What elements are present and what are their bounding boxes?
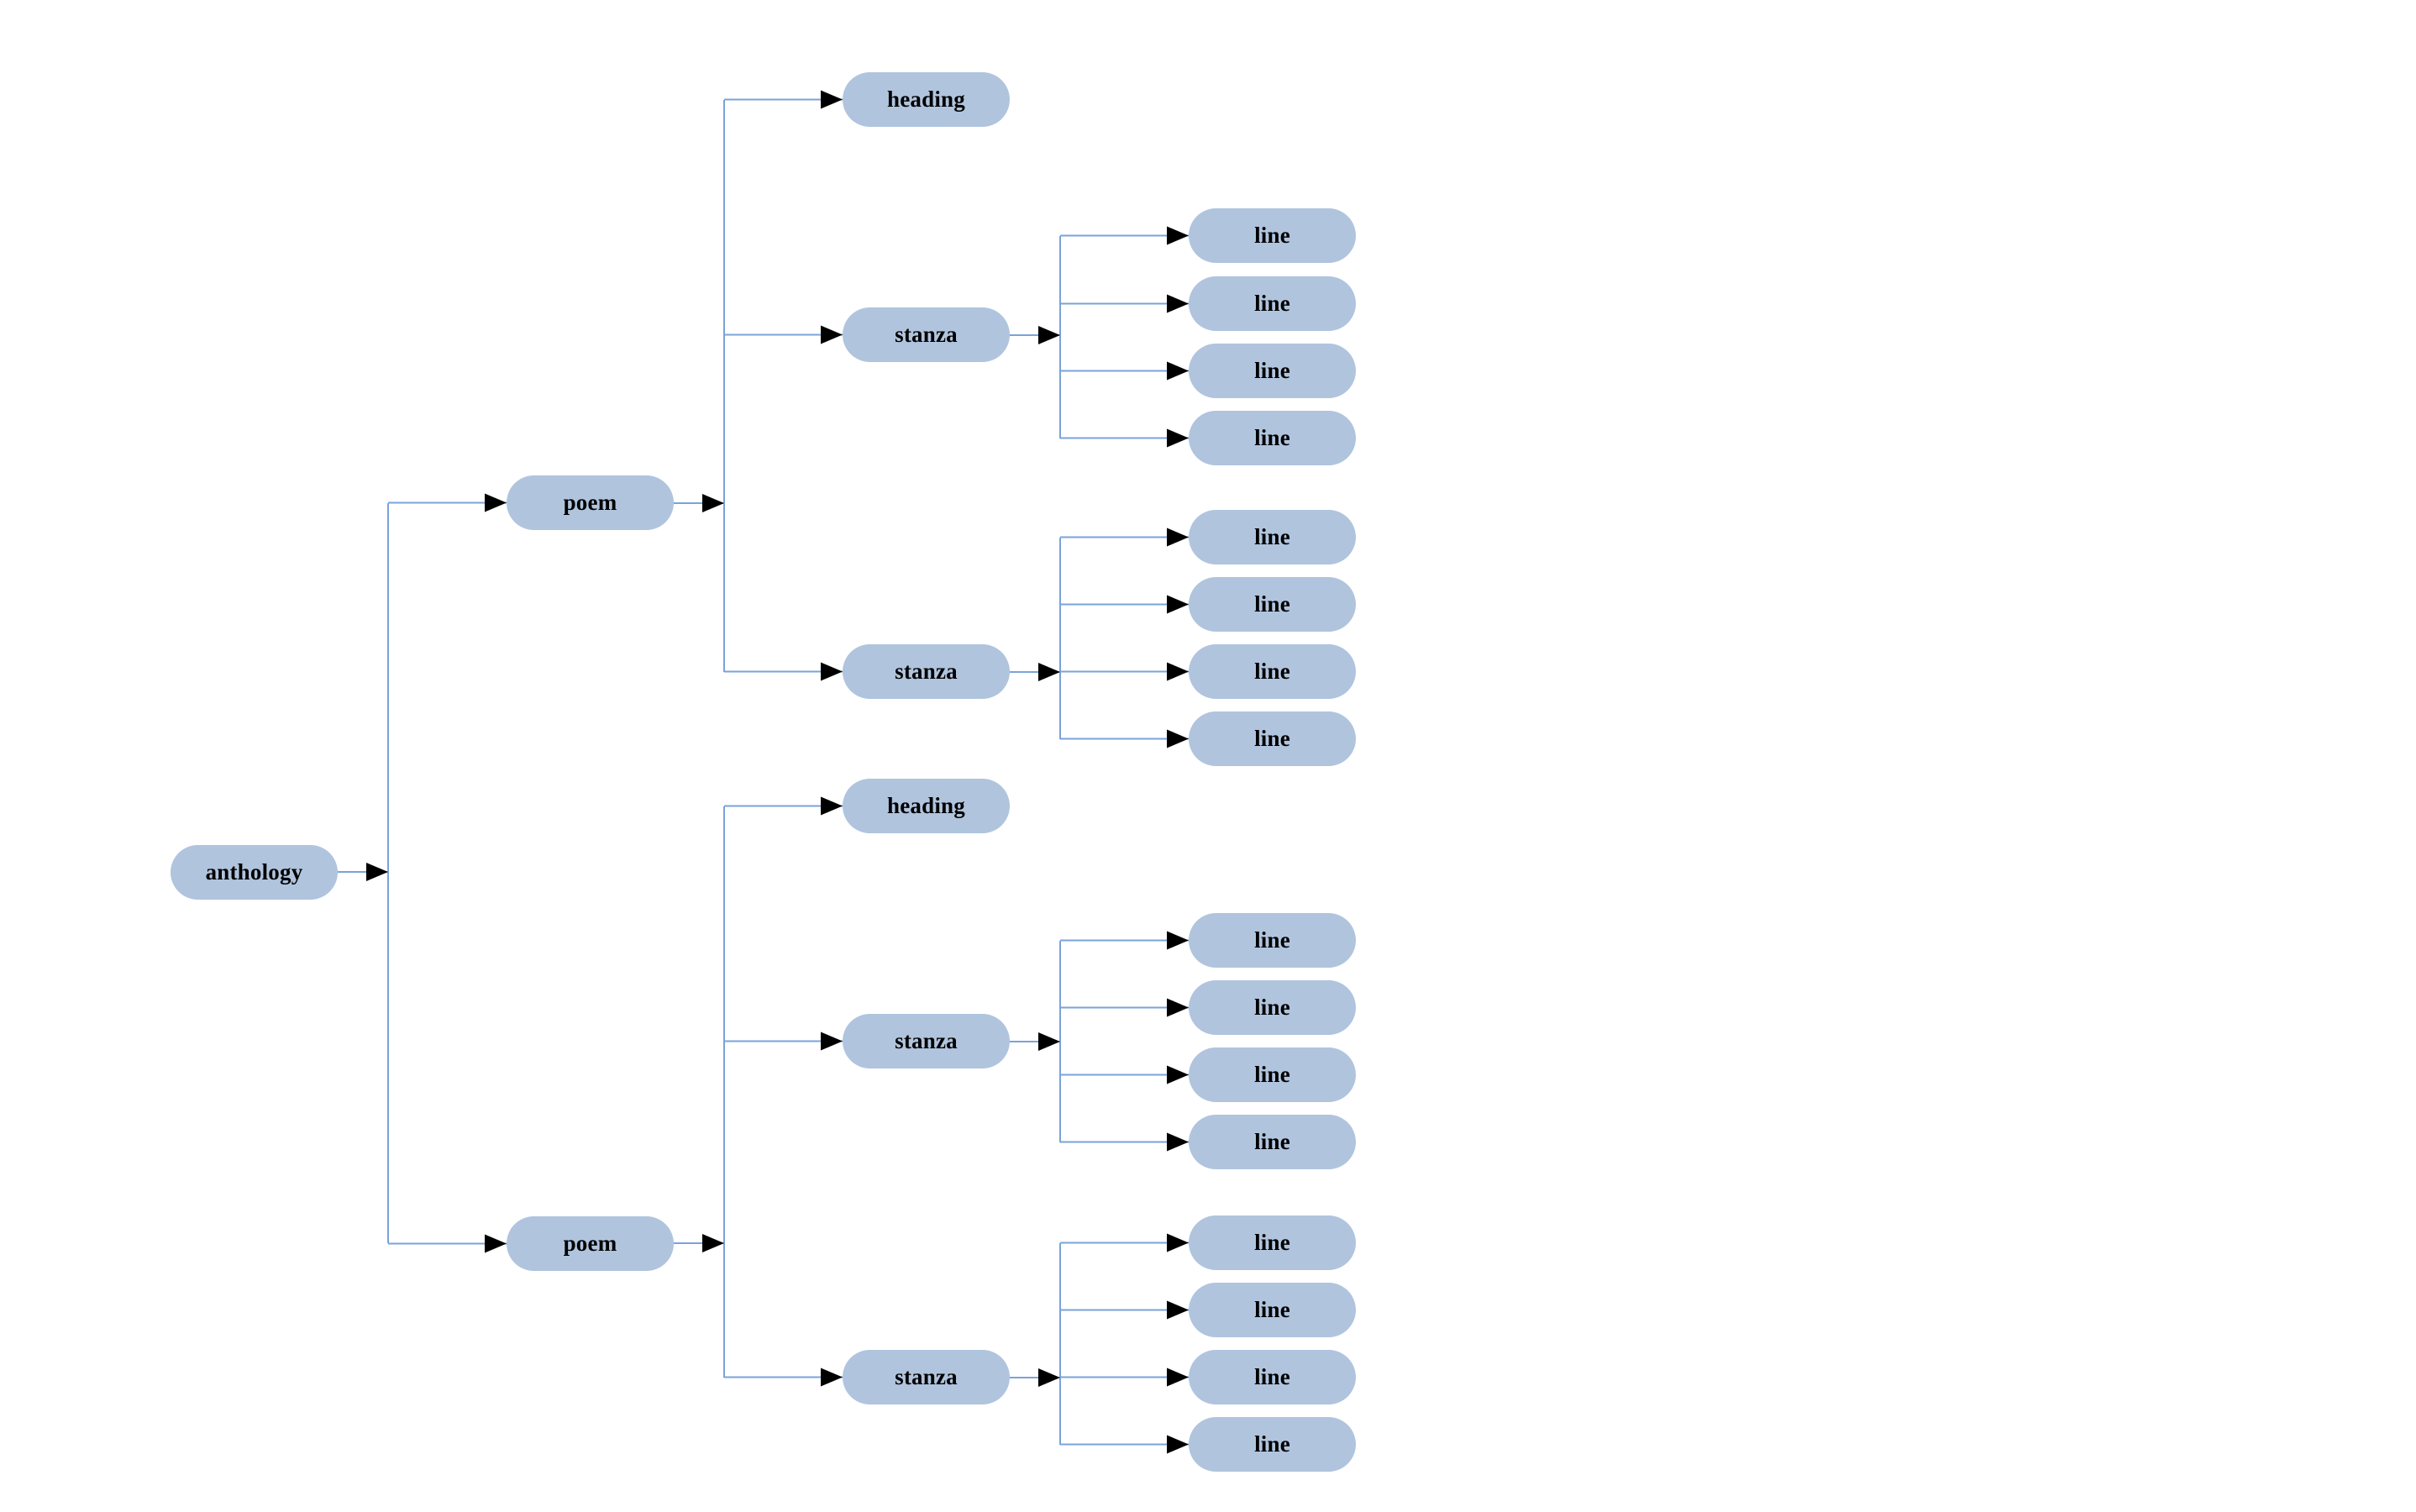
tree-node-poem1[interactable]: poem: [507, 475, 674, 530]
tree-node-l1-1[interactable]: line: [1189, 208, 1356, 263]
tree-node-l4-4[interactable]: line: [1189, 1417, 1356, 1472]
tree-node-label: line: [1254, 927, 1290, 953]
tree-node-label: poem: [563, 1231, 617, 1256]
arrowhead-icon-trunk-poem1: [702, 494, 724, 512]
arrowhead-icon-l1-4: [1167, 428, 1189, 448]
arrowhead-icon-trunk-p2-stanza2: [1038, 1368, 1060, 1387]
tree-node-label: line: [1254, 425, 1290, 450]
arrowhead-icon-l1-3: [1167, 361, 1189, 381]
tree-node-label: line: [1254, 291, 1290, 316]
tree-node-l2-4[interactable]: line: [1189, 711, 1356, 766]
tree-node-l1-3[interactable]: line: [1189, 344, 1356, 398]
arrowhead-icon-trunk-p1-stanza1: [1038, 326, 1060, 344]
tree-node-label: line: [1254, 358, 1290, 383]
tree-node-l3-2[interactable]: line: [1189, 980, 1356, 1035]
arrowhead-icon-l4-2: [1167, 1300, 1189, 1320]
tree-node-p2-stanza2[interactable]: stanza: [843, 1350, 1010, 1404]
tree-node-label: line: [1254, 223, 1290, 248]
arrowhead-icon-l1-2: [1167, 294, 1189, 313]
tree-node-label: poem: [563, 490, 617, 515]
tree-node-label: line: [1254, 524, 1290, 549]
tree-node-label: line: [1254, 1431, 1290, 1457]
arrowhead-icon-l3-2: [1167, 998, 1189, 1017]
tree-node-label: line: [1254, 591, 1290, 617]
tree-node-label: heading: [887, 87, 965, 112]
tree-node-label: line: [1254, 1129, 1290, 1154]
tree-node-label: heading: [887, 793, 965, 818]
tree-node-label: line: [1254, 995, 1290, 1020]
tree-node-l1-4[interactable]: line: [1189, 411, 1356, 465]
tree-node-label: line: [1254, 1297, 1290, 1322]
tree-node-l3-1[interactable]: line: [1189, 913, 1356, 968]
arrowhead-icon-poem1: [485, 493, 507, 512]
arrowhead-icon-trunk-anthology: [366, 863, 388, 881]
arrowhead-icon-l4-1: [1167, 1233, 1189, 1252]
tree-node-p1-heading[interactable]: heading: [843, 72, 1010, 127]
tree-node-l1-2[interactable]: line: [1189, 276, 1356, 331]
tree-node-label: line: [1254, 1062, 1290, 1087]
arrowhead-icon-l3-4: [1167, 1132, 1189, 1152]
tree-node-label: line: [1254, 1230, 1290, 1255]
tree-node-l4-1[interactable]: line: [1189, 1215, 1356, 1270]
arrowhead-icon-p2-heading: [821, 796, 843, 816]
tree-node-label: stanza: [895, 322, 958, 347]
tree-node-poem2[interactable]: poem: [507, 1216, 674, 1271]
arrowhead-icon-p1-stanza2: [821, 662, 843, 681]
arrowhead-icon-poem2: [485, 1234, 507, 1253]
tree-node-l4-3[interactable]: line: [1189, 1350, 1356, 1404]
arrowhead-icon-l4-3: [1167, 1368, 1189, 1387]
arrowhead-icon-l2-3: [1167, 662, 1189, 681]
tree-node-p2-stanza1[interactable]: stanza: [843, 1014, 1010, 1068]
tree-node-l3-4[interactable]: line: [1189, 1115, 1356, 1169]
tree-node-anthology[interactable]: anthology: [171, 845, 338, 900]
arrowhead-icon-p1-heading: [821, 90, 843, 109]
arrowhead-icon-l1-1: [1167, 226, 1189, 245]
tree-node-label: line: [1254, 659, 1290, 684]
tree-node-p1-stanza1[interactable]: stanza: [843, 307, 1010, 362]
arrowhead-icon-l4-4: [1167, 1435, 1189, 1454]
tree-node-label: line: [1254, 726, 1290, 751]
tree-node-l2-2[interactable]: line: [1189, 577, 1356, 632]
tree-node-label: line: [1254, 1364, 1290, 1389]
arrowhead-icon-l3-3: [1167, 1065, 1189, 1084]
arrowhead-icon-p2-stanza1: [821, 1032, 843, 1051]
arrowhead-icon-l2-1: [1167, 528, 1189, 547]
tree-node-label: stanza: [895, 659, 958, 684]
tree-node-l2-3[interactable]: line: [1189, 644, 1356, 699]
tree-node-p1-stanza2[interactable]: stanza: [843, 644, 1010, 699]
tree-node-label: anthology: [205, 859, 303, 885]
arrowhead-icon-p1-stanza1: [821, 325, 843, 344]
tree-node-l4-2[interactable]: line: [1189, 1283, 1356, 1337]
tree-node-label: stanza: [895, 1028, 958, 1053]
tree-node-p2-heading[interactable]: heading: [843, 779, 1010, 833]
arrowhead-icon-trunk-poem2: [702, 1234, 724, 1252]
arrowhead-icon-trunk-p1-stanza2: [1038, 663, 1060, 681]
tree-node-l3-3[interactable]: line: [1189, 1047, 1356, 1102]
tree-node-label: stanza: [895, 1364, 958, 1389]
tree-node-l2-1[interactable]: line: [1189, 510, 1356, 564]
arrowhead-icon-l2-4: [1167, 729, 1189, 748]
arrowhead-icon-trunk-p2-stanza1: [1038, 1032, 1060, 1051]
arrowhead-icon-l2-2: [1167, 595, 1189, 614]
arrowhead-icon-l3-1: [1167, 931, 1189, 950]
arrowhead-icon-p2-stanza2: [821, 1368, 843, 1387]
